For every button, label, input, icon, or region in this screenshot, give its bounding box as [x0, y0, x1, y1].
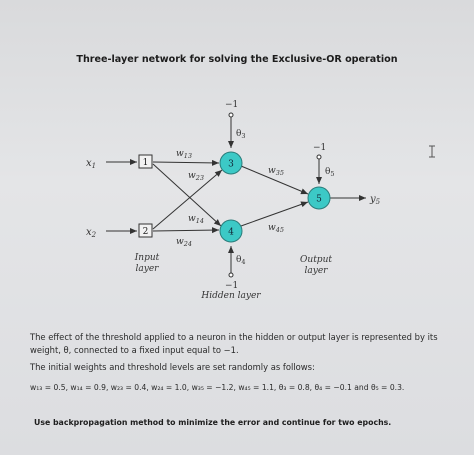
neuron-5-label: 5 [316, 195, 322, 205]
output-layer-label-line1: Output [300, 255, 332, 265]
weight-label-w14: w14 [188, 214, 204, 225]
neuron-3 [219, 151, 243, 175]
edge-1-4 [152, 163, 222, 227]
input-node-2-label: 2 [143, 227, 149, 237]
neuron-4 [219, 219, 243, 243]
initial-values: w₁₃ = 0.5, w₁₄ = 0.9, w₂₃ = 0.4, w₂₄ = 1… [30, 383, 405, 392]
bias-dot-5 [316, 154, 322, 160]
neuron-4-label: 4 [228, 228, 234, 238]
text-cursor-icon [429, 145, 435, 158]
hidden-layer-label: Hidden layer [200, 291, 261, 301]
edge-3-5 [240, 165, 309, 195]
output-label-y5: y5 [369, 194, 381, 206]
input-node-2 [138, 223, 153, 238]
edge-4-5 [240, 201, 309, 227]
weight-label-w35: w35 [268, 166, 284, 177]
edge-2-4 [152, 227, 220, 234]
weight-label-w23: w23 [188, 171, 204, 182]
weight-label-w45: w45 [268, 223, 284, 234]
bias-label-4: −1 [225, 281, 238, 291]
theta-label-3: θ3 [236, 129, 246, 140]
theta-label-4: θ4 [236, 255, 246, 266]
neuron-3-label: 3 [228, 160, 234, 170]
theta-label-5: θ5 [325, 167, 335, 178]
input-node-1 [138, 154, 153, 169]
edge-1-3 [152, 159, 220, 166]
edge-2-3 [152, 169, 223, 230]
initial-values-note: The initial weights and threshold levels… [30, 362, 315, 372]
input-label-x2: x2 [86, 227, 97, 239]
threshold-note: The effect of the threshold applied to a… [30, 332, 438, 355]
instruction-text: Use backpropagation method to minimize t… [34, 418, 392, 427]
input-label-x1: x1 [86, 158, 96, 170]
weight-label-w13: w13 [176, 149, 192, 160]
output-layer-label-line2: layer [305, 266, 329, 276]
bias-dot-4 [228, 272, 234, 278]
bias-dot-3 [228, 112, 234, 118]
weight-label-w24: w24 [176, 237, 192, 248]
input-node-1-label: 1 [143, 158, 149, 168]
input-layer-label-line2: layer [136, 264, 160, 274]
input-layer-label-line1: Input [134, 253, 160, 263]
diagram-title: Three-layer network for solving the Excl… [76, 54, 398, 65]
neuron-5 [307, 186, 331, 210]
bias-label-5: −1 [313, 143, 326, 153]
bias-label-3: −1 [225, 100, 238, 110]
